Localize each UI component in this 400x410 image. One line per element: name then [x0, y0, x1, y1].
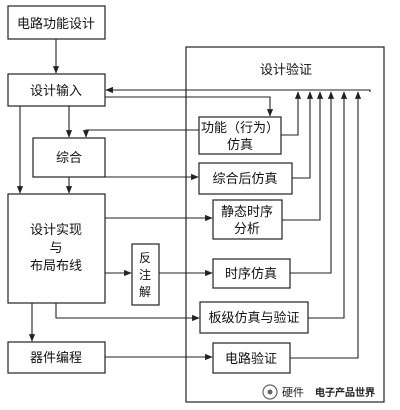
- static-timing-box: [212, 199, 283, 240]
- circuit-verify-box: [212, 342, 291, 374]
- arrow-impl-to-board-sim: [55, 303, 200, 322]
- synthesis-box: [32, 137, 106, 178]
- board-sim-label: 板级仿真与验证: [208, 310, 299, 326]
- functional-sim-label-1: 功能（行为）: [201, 121, 279, 136]
- post-synthesis-sim-label: 综合后仿真: [212, 172, 277, 187]
- verification-panel-title: 设计验证: [260, 62, 312, 78]
- arrow-input-to-functional-sim: [105, 96, 274, 117]
- design-input-box: [7, 73, 106, 107]
- back-annotation-box: [131, 243, 160, 306]
- back-annotation-label-3: 解: [139, 285, 151, 299]
- timing-sim-label: 时序仿真: [225, 267, 277, 282]
- synthesis-label: 综合: [56, 151, 82, 166]
- watermark: 硬件 电子产品世界: [262, 384, 375, 400]
- implementation-box: [7, 193, 106, 304]
- implementation-label-2: 与: [49, 241, 62, 256]
- board-sim-box: [199, 301, 309, 334]
- implementation-label-1: 设计实现: [30, 223, 82, 238]
- functional-sim-box: [198, 116, 282, 155]
- circuit-design-box: [7, 5, 106, 40]
- return-post-synth-sim: [292, 91, 314, 179]
- return-board-sim: [308, 91, 348, 319]
- watermark-text-2: 电子产品世界: [315, 386, 375, 399]
- device-programming-box: [7, 341, 106, 374]
- feedback-bus: [105, 86, 371, 94]
- watermark-logo-icon: [262, 384, 278, 400]
- back-annotation-label-1: 反: [139, 251, 151, 265]
- back-annotation-label-2: 注: [139, 267, 151, 282]
- arrow-functional-to-synthesis: [82, 129, 199, 138]
- static-timing-label-1: 静态时序: [221, 205, 273, 220]
- return-circuit-verify: [290, 91, 362, 359]
- device-programming-label: 器件编程: [30, 351, 82, 366]
- static-timing-label-2: 分析: [234, 222, 260, 237]
- watermark-logo-dot-icon: [267, 389, 273, 395]
- return-timing-sim: [290, 91, 335, 274]
- return-static-timing: [282, 91, 324, 221]
- design-input-label: 设计输入: [30, 83, 82, 99]
- post-synthesis-sim-box: [198, 162, 293, 195]
- return-functional-sim: [281, 91, 302, 136]
- implementation-label-3: 布局布线: [30, 259, 82, 274]
- circuit-design-label: 电路功能设计: [17, 16, 95, 32]
- watermark-text-1: 硬件: [282, 386, 304, 399]
- circuit-verify-label: 电路验证: [225, 351, 277, 367]
- functional-sim-label-2: 仿真: [227, 138, 253, 153]
